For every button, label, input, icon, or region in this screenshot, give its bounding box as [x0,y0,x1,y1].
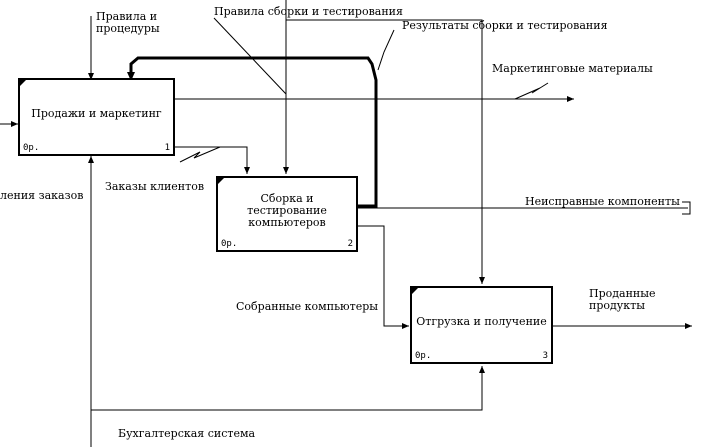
box-number: 1 [164,143,170,153]
box-cost: 0р. [221,239,238,249]
assembly-rules-branch [286,19,485,284]
label-assembly-results: Результаты сборки и тестирования [402,19,608,32]
label-assembly-rules: Правила сборки и тестирования [214,5,403,18]
assembly-rules-squiggle [213,17,287,95]
activity-box-sales-marketing[interactable]: Продажи и маркетинг 0р. 1 [18,78,179,160]
defective-tunnel [682,201,691,215]
label-sold-products: Проданные продукты [589,287,656,312]
customer-orders-squiggle [179,146,221,163]
assembled-computers-arrow [358,225,409,329]
label-rules: Правила и процедуры [96,10,160,35]
box-number: 3 [542,351,548,361]
label-customer-orders: Заказы клиентов [105,180,205,193]
accounting-system-branch [91,366,485,411]
assembly-results-squiggle [377,29,395,71]
box-cost: 0р. [415,351,432,361]
activity-box-shipping-receiving[interactable]: Отгрузка и получение 0р. 3 [410,286,557,368]
box-corner-mark [20,80,26,86]
box-title: Продажи и маркетинг [31,107,162,120]
box-title: Отгрузка и получение [416,315,547,328]
box-shadow [26,86,179,160]
assembly-results-feedback [127,56,378,208]
box-shadow [418,294,557,368]
activity-box-assembly-testing[interactable]: Сборка и тестирование компьютеров 0р. 2 [216,176,362,256]
marketing-squiggle [514,82,549,100]
label-defective-components: Неисправные компоненты [525,195,680,208]
box-corner-mark [412,288,418,294]
customer-orders-arrow [175,146,250,174]
box-number: 2 [347,239,353,249]
box-corner-mark [218,178,224,184]
box-cost: 0р. [23,143,40,153]
label-order-entry: ления заказов [0,189,84,202]
box-title: Сборка и тестирование компьютеров [247,192,327,229]
label-accounting-system: Бухгалтерская система [118,427,256,440]
label-assembled-computers: Собранные компьютеры [236,300,379,313]
label-marketing-materials: Маркетинговые материалы [492,62,653,75]
